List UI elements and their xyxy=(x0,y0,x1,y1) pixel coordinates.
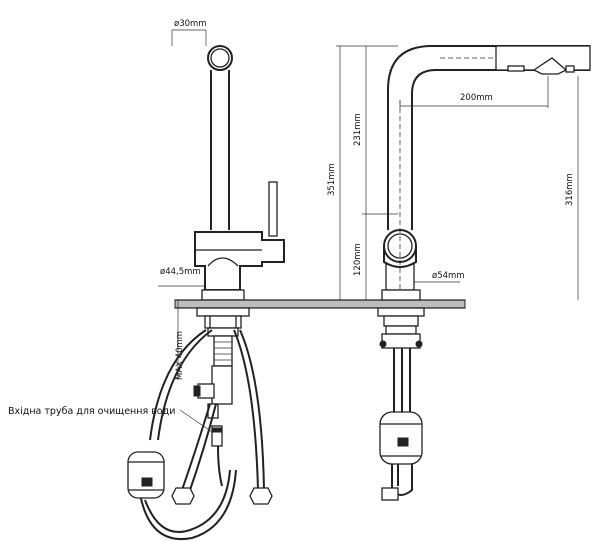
left-faucet-view: ø30mm ø44,5mm xyxy=(158,19,285,301)
dim-h231: 231mm xyxy=(353,113,363,146)
dim-h316: 316mm xyxy=(565,173,575,206)
inlet-pipe-label: Вхідна труба для очищення води xyxy=(8,406,175,417)
countertop xyxy=(174,299,466,309)
right-under-counter xyxy=(377,307,425,501)
dim-h351: 351mm xyxy=(327,163,337,196)
dim-d44: ø44,5mm xyxy=(160,267,201,277)
dim-h120: 120mm xyxy=(353,243,363,276)
right-faucet-view: 351mm 231mm 120mm 200mm 316mm ø xyxy=(327,45,591,301)
inlet-pipe-leader xyxy=(179,409,213,433)
dim-d54: ø54mm xyxy=(432,271,465,281)
left-under-counter: MAX 40mm xyxy=(127,300,273,540)
dim-d30: ø30mm xyxy=(174,19,207,29)
dim-w200: 200mm xyxy=(460,93,493,103)
